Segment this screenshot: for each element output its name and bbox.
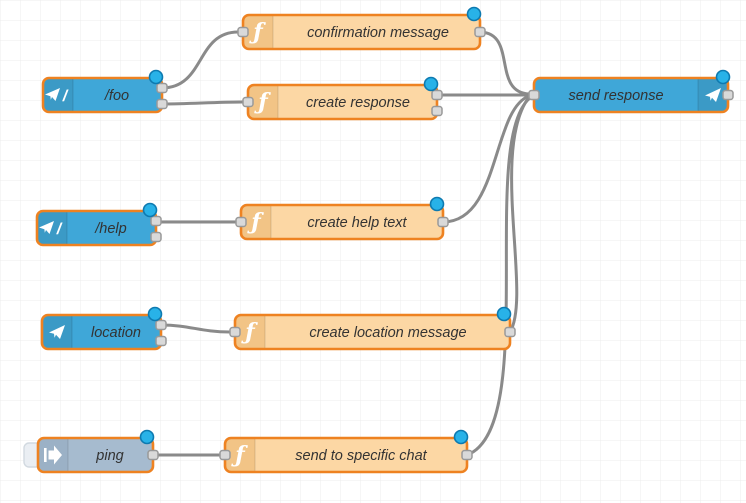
input-port[interactable] bbox=[235, 216, 247, 228]
output-port[interactable] bbox=[461, 449, 473, 461]
function-icon-box bbox=[248, 85, 278, 119]
svg-text:/: / bbox=[56, 221, 63, 238]
node-help-command[interactable]: / /help bbox=[35, 202, 162, 247]
node-location[interactable]: location bbox=[40, 306, 167, 351]
function-f-icon: ƒ bbox=[230, 442, 248, 468]
inject-arrow-icon bbox=[44, 445, 62, 465]
node-label: create location message bbox=[309, 325, 466, 341]
node-confirmation-message[interactable]: ƒ confirmation message bbox=[237, 6, 486, 51]
function-f-icon: ƒ bbox=[240, 319, 258, 345]
node-label: /help bbox=[94, 221, 126, 237]
node-create-response[interactable]: ƒ create response bbox=[242, 76, 443, 121]
changed-indicator-dot bbox=[423, 76, 439, 92]
node-label: create response bbox=[306, 95, 410, 111]
wire-send-to-specific-chat-to-send-response[interactable] bbox=[465, 96, 532, 457]
node-send-response[interactable]: send response bbox=[528, 69, 734, 114]
paper-plane-slash-icon: / bbox=[39, 221, 63, 238]
wire-location-to-create-location-message[interactable] bbox=[159, 323, 232, 334]
changed-indicator-dot bbox=[429, 196, 445, 212]
output-port-2[interactable] bbox=[150, 231, 162, 243]
node-create-help-text[interactable]: ƒ create help text bbox=[235, 196, 449, 241]
wires bbox=[151, 30, 532, 457]
telegram-icon-box bbox=[37, 211, 67, 245]
input-port[interactable] bbox=[528, 89, 540, 101]
node-label: create help text bbox=[307, 215, 407, 231]
paper-plane-slash-icon: / bbox=[45, 88, 69, 105]
changed-indicator-dot bbox=[142, 202, 158, 218]
input-port[interactable] bbox=[229, 326, 241, 338]
node-label: ping bbox=[95, 448, 123, 464]
changed-indicator-dot bbox=[466, 6, 482, 22]
paper-plane-icon bbox=[49, 325, 65, 339]
node-label: /foo bbox=[104, 88, 129, 104]
output-port[interactable] bbox=[147, 449, 159, 461]
node-foo-command[interactable]: / /foo bbox=[41, 69, 168, 114]
output-port-2[interactable] bbox=[156, 98, 168, 110]
node-ping-inject[interactable]: ping bbox=[23, 429, 159, 474]
changed-indicator-dot bbox=[148, 69, 164, 85]
function-f-icon: ƒ bbox=[248, 19, 266, 45]
input-port[interactable] bbox=[219, 449, 231, 461]
function-icon-box bbox=[235, 315, 265, 349]
node-label: send to specific chat bbox=[295, 448, 427, 464]
telegram-icon-box bbox=[43, 78, 73, 112]
output-port-1[interactable] bbox=[150, 215, 162, 227]
wire-foo-to-create-response[interactable] bbox=[160, 100, 245, 106]
wire-foo-to-confirmation[interactable] bbox=[160, 30, 240, 90]
input-port[interactable] bbox=[242, 96, 254, 108]
output-port-2[interactable] bbox=[431, 105, 443, 117]
output-port-1[interactable] bbox=[156, 82, 168, 94]
changed-indicator-dot bbox=[496, 306, 512, 322]
changed-indicator-dot bbox=[453, 429, 469, 445]
function-f-icon: ƒ bbox=[253, 89, 271, 115]
changed-indicator-dot bbox=[139, 429, 155, 445]
changed-indicator-dot bbox=[147, 306, 163, 322]
output-port[interactable] bbox=[474, 26, 486, 38]
output-port[interactable] bbox=[722, 89, 734, 101]
output-port-1[interactable] bbox=[431, 89, 443, 101]
function-icon-box bbox=[225, 438, 255, 472]
function-icon-box bbox=[243, 15, 273, 49]
input-port[interactable] bbox=[237, 26, 249, 38]
changed-indicator-dot bbox=[715, 69, 731, 85]
node-create-location-message[interactable]: ƒ create location message bbox=[229, 306, 516, 351]
node-label: send response bbox=[568, 88, 663, 104]
output-port-1[interactable] bbox=[155, 319, 167, 331]
node-label: location bbox=[91, 325, 141, 341]
wire-create-help-text-to-send-response[interactable] bbox=[441, 94, 531, 224]
svg-text:/: / bbox=[62, 88, 69, 105]
function-icon-box bbox=[241, 205, 271, 239]
paper-plane-icon bbox=[705, 88, 721, 102]
output-port[interactable] bbox=[437, 216, 449, 228]
node-send-to-specific-chat[interactable]: ƒ send to specific chat bbox=[219, 429, 473, 474]
output-port[interactable] bbox=[504, 326, 516, 338]
node-label: confirmation message bbox=[307, 25, 449, 41]
function-f-icon: ƒ bbox=[246, 209, 264, 235]
output-port-2[interactable] bbox=[155, 335, 167, 347]
wire-confirmation-to-send-response[interactable] bbox=[479, 30, 531, 96]
